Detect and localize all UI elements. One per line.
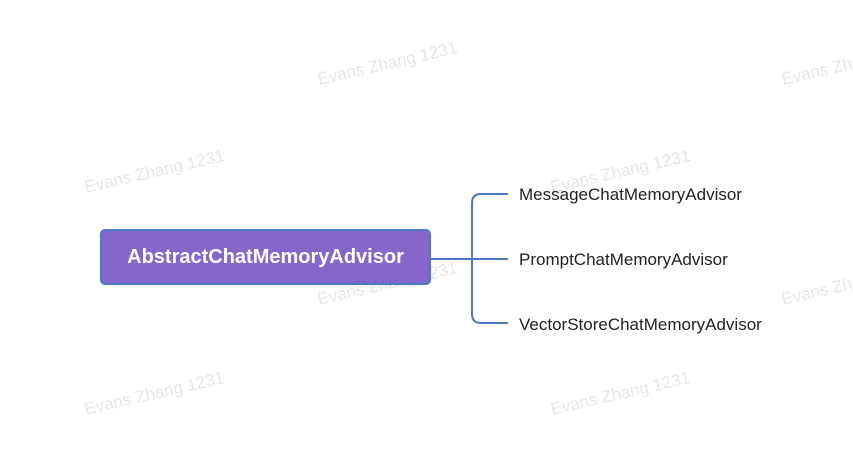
- child-node-prompt[interactable]: PromptChatMemoryAdvisor: [519, 250, 728, 269]
- child-node-message[interactable]: MessageChatMemoryAdvisor: [519, 185, 742, 204]
- root-node[interactable]: AbstractChatMemoryAdvisor: [100, 229, 431, 285]
- child-node-vectorstore[interactable]: VectorStoreChatMemoryAdvisor: [519, 315, 762, 334]
- connector-branch-1: [471, 193, 508, 259]
- root-node-label: AbstractChatMemoryAdvisor: [127, 245, 404, 268]
- connector-branch-3: [471, 259, 508, 324]
